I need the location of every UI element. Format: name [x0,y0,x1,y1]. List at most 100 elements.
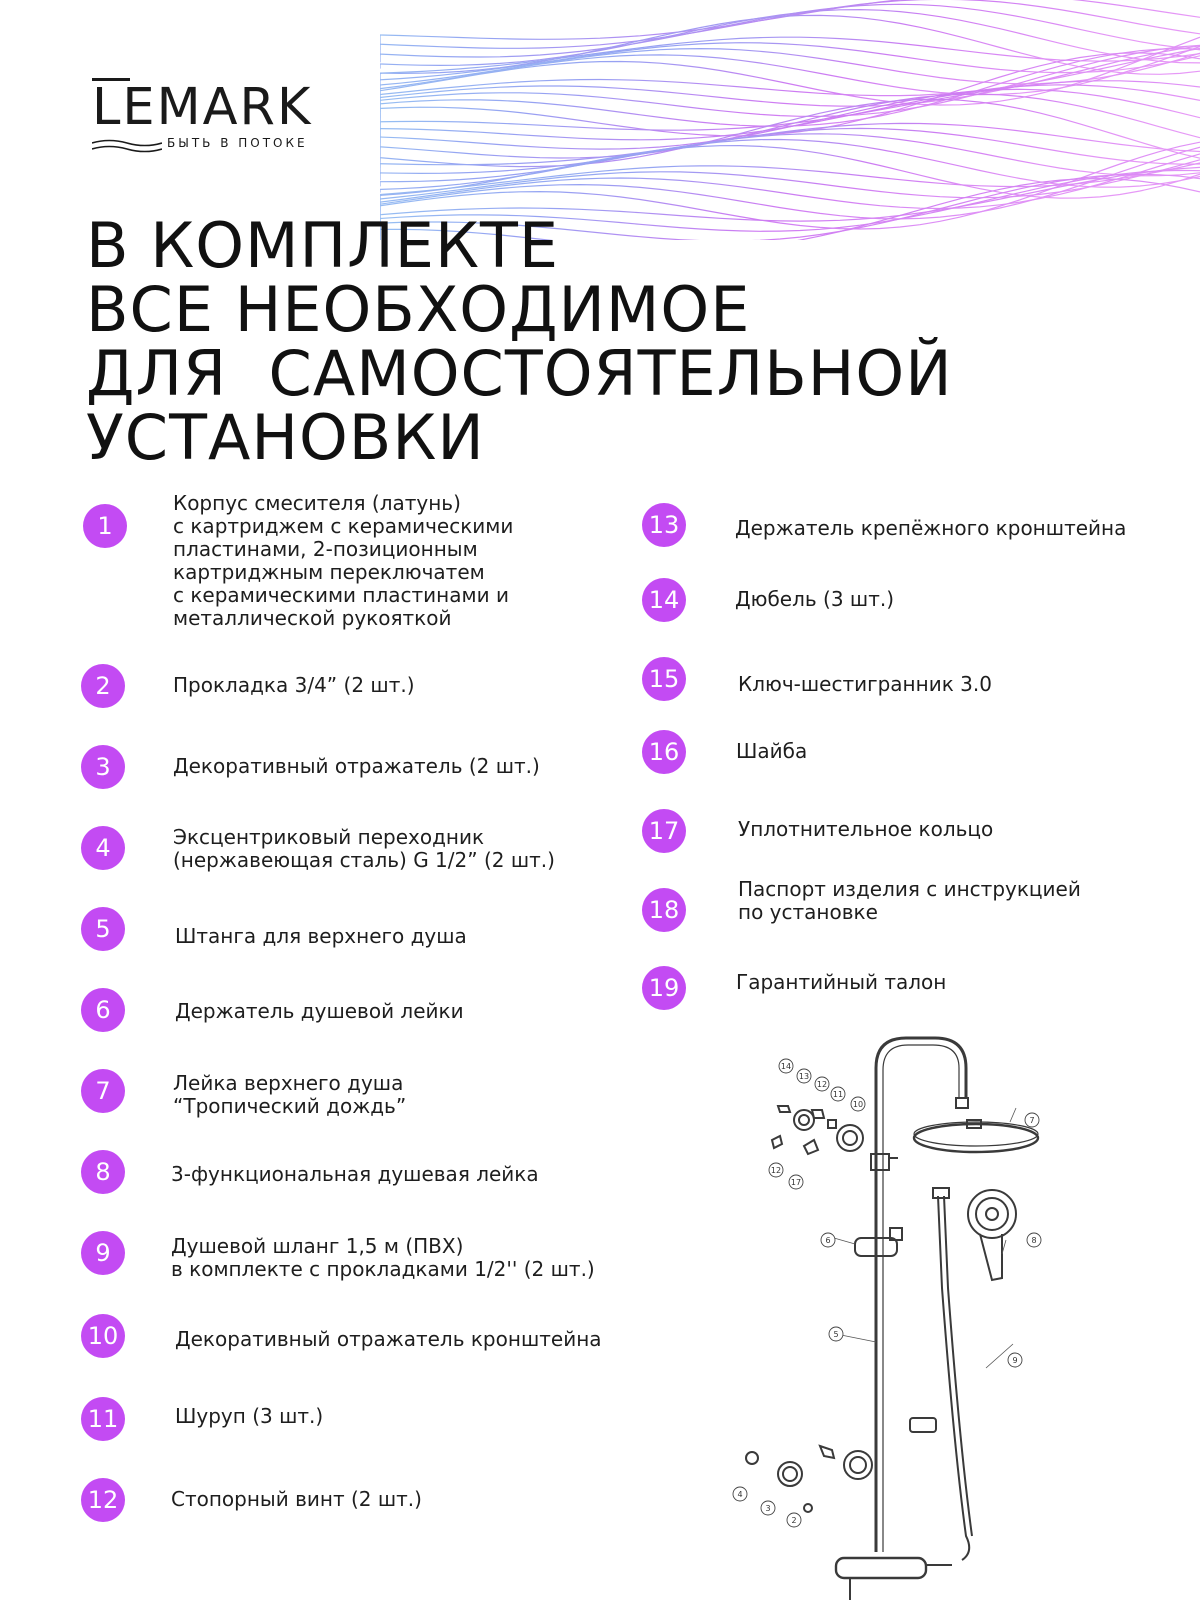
lemark-logo: LEMARK БЫТЬ В ПОТОКЕ [92,78,342,158]
item-number-badge: 9 [81,1231,125,1275]
item-label: Штанга для верхнего душа [175,924,467,948]
headline-line: ВСЕ НЕОБХОДИМОЕ [86,273,751,346]
callout-label: 4 [737,1490,742,1499]
item-label: Корпус смесителя (латунь) с картриджем с… [173,491,514,630]
wave-line [380,36,1200,81]
wave-line [380,88,1200,156]
item-label: Душевой шланг 1,5 м (ПВХ) в комплекте с … [171,1234,595,1281]
item-label: Дюбель (3 шт.) [735,587,895,611]
callout-circle [786,1512,802,1528]
wave-line [380,153,1200,218]
logo-tagline: БЫТЬ В ПОТОКЕ [167,136,308,150]
callout-label: 8 [1031,1236,1036,1245]
item-number-badge: 16 [642,730,686,774]
page-headline: В КОМПЛЕКТЕ ВСЕ НЕОБХОДИМОЕ ДЛЯ САМОСТОЯ… [86,214,953,470]
logo-wave-icon [92,139,162,153]
item-label: 3-функциональная душевая лейка [171,1162,539,1186]
wave-line [380,177,1200,240]
item-label: Держатель крепёжного кронштейна [735,516,1127,540]
wave-line [380,8,1200,69]
wave-line [380,80,1200,143]
callout-label: 14 [781,1062,791,1071]
callout-circle [850,1096,866,1112]
callout-circle [1026,1232,1042,1248]
item-label: Эксцентриковый переходник (нержавеющая с… [173,825,555,872]
item-number-badge: 6 [81,988,125,1032]
callout-circle [760,1500,776,1516]
callout-label: 2 [791,1516,796,1525]
item-number-badge: 18 [642,888,686,932]
callout-circle [778,1058,794,1074]
item-number-badge: 7 [81,1069,125,1113]
wave-line [380,166,1200,236]
item-label: Шуруп (3 шт.) [175,1404,324,1428]
headline-line: В КОМПЛЕКТЕ [86,209,560,282]
item-label: Ключ-шестигранник 3.0 [738,672,992,696]
item-number-badge: 15 [642,657,686,701]
callout-label: 12 [817,1080,827,1089]
decorative-waves [380,0,1200,240]
wave-line [380,42,1200,88]
wave-line [380,0,1200,50]
item-label: Уплотнительное кольцо [738,817,994,841]
callout-label: 13 [799,1072,809,1081]
item-number-badge: 3 [81,745,125,789]
wave-line [380,146,1200,224]
callout-circle [830,1086,846,1102]
wave-line [380,14,1200,75]
wave-line [380,36,1200,106]
wave-line [380,173,1200,240]
callout-label: 12 [771,1166,781,1175]
item-number-badge: 2 [81,664,125,708]
wave-line [380,127,1200,181]
item-label: Лейка верхнего душа “Тропический дождь” [173,1071,407,1118]
item-label: Декоративный отражатель (2 шт.) [173,754,540,778]
callout-label: 11 [833,1090,843,1099]
item-label: Стопорный винт (2 шт.) [171,1487,422,1511]
callout-label: 9 [1012,1356,1017,1365]
item-label: Гарантийный талон [736,970,947,994]
wave-line [380,133,1200,187]
wave-line [380,141,1200,230]
wave-line [380,93,1200,162]
logo-wordmark: LEMARK [92,78,313,137]
item-number-badge: 10 [81,1314,125,1358]
headline-line: ДЛЯ САМОСТОЯТЕЛЬНОЙ [86,337,953,410]
item-number-badge: 8 [81,1150,125,1194]
callout-circle [788,1174,804,1190]
item-number-badge: 14 [642,578,686,622]
callout-circle [1024,1112,1040,1128]
item-number-badge: 1 [83,504,127,548]
wave-line [380,44,1200,125]
wave-line [380,52,1200,137]
item-number-badge: 4 [81,826,125,870]
callout-label: 6 [825,1236,830,1245]
callout-circle [820,1232,836,1248]
headline-line: УСТАНОВКИ [86,401,485,474]
wave-line [380,45,1200,119]
callout-circle [1007,1352,1023,1368]
callout-label: 17 [791,1178,801,1187]
item-label: Держатель душевой лейки [175,999,464,1023]
wave-line [380,98,1200,168]
shower-system-diagram: 14 13 12 11 10 12 17 7 6 8 5 9 4 3 2 [732,1036,1042,1600]
item-number-badge: 5 [81,907,125,951]
item-number-badge: 12 [81,1478,125,1522]
item-number-badge: 11 [81,1397,125,1441]
callout-circle [768,1162,784,1178]
wave-line [380,169,1200,240]
item-number-badge: 19 [642,966,686,1010]
callout-label: 7 [1029,1116,1034,1125]
item-label: Шайба [736,739,808,763]
logo-bar [92,78,130,81]
callout-circle [732,1486,748,1502]
callout-circle [814,1076,830,1092]
callout-label: 3 [765,1504,770,1513]
item-number-badge: 13 [642,503,686,547]
callout-label: 10 [853,1100,863,1109]
item-number-badge: 17 [642,809,686,853]
wave-line [380,3,1200,63]
callout-circle [796,1068,812,1084]
callout-label: 5 [833,1330,838,1339]
item-label: Паспорт изделия с инструкцией по установ… [738,877,1081,924]
